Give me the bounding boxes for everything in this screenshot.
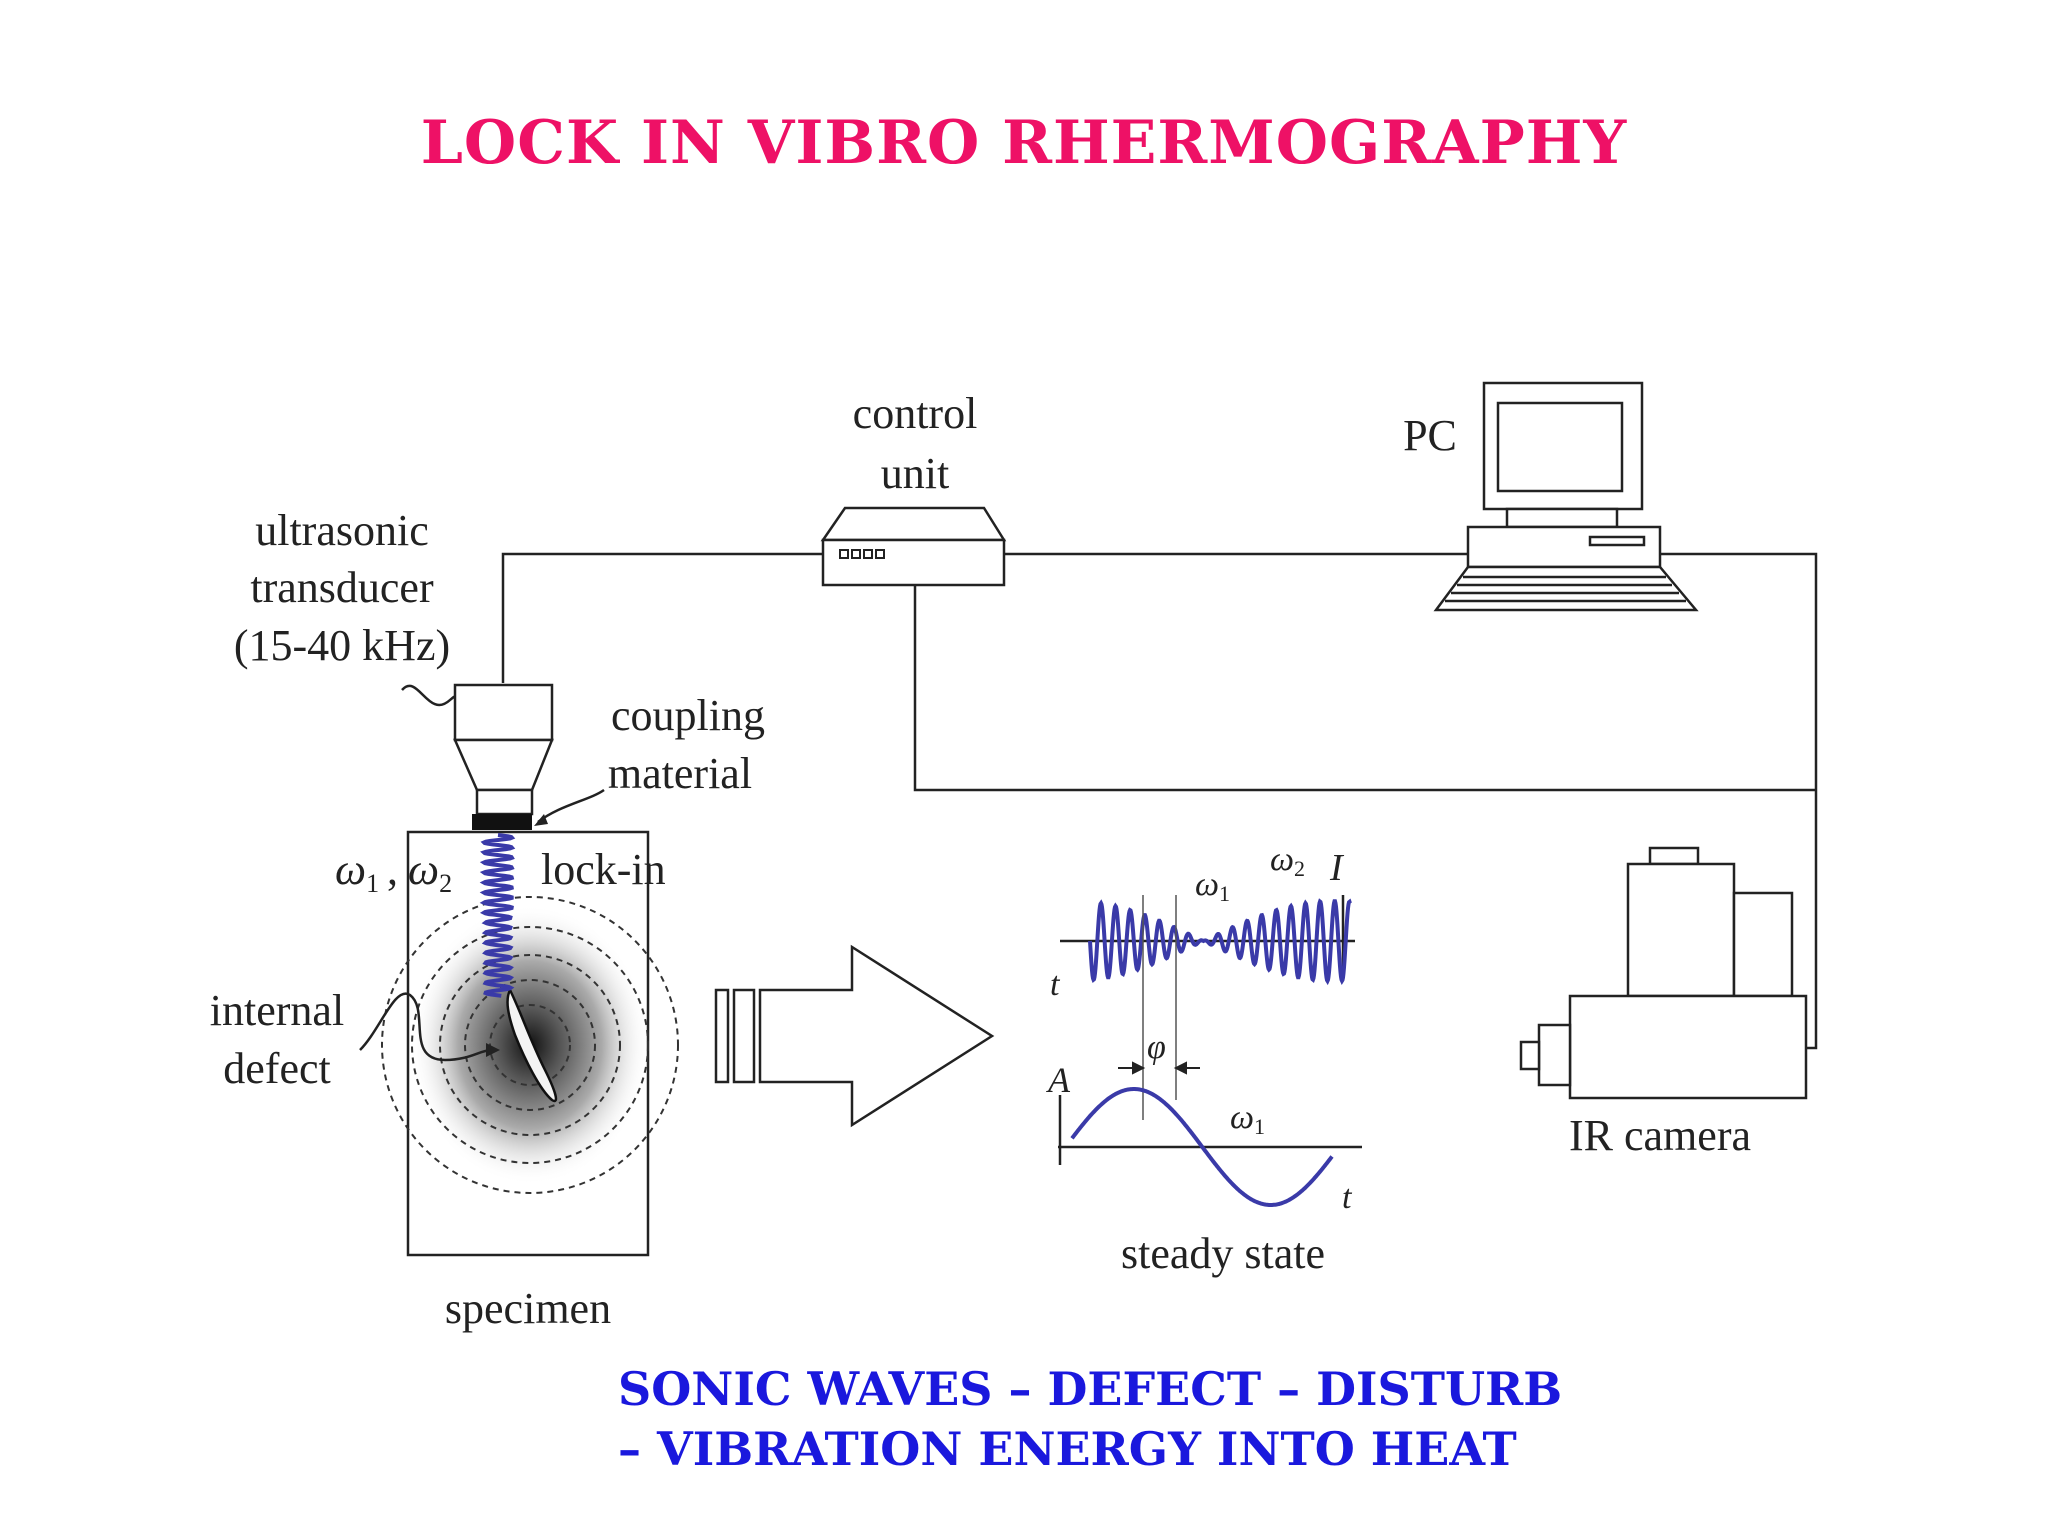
defect-label-line2: defect	[223, 1044, 330, 1093]
t-label-top: t	[1050, 966, 1061, 1003]
modulated-signal-wave	[1088, 898, 1352, 986]
omega2-symbol: ω2	[408, 845, 452, 898]
t-label-bottom: t	[1342, 1179, 1353, 1216]
phase-guides	[1142, 895, 1177, 1120]
ir-camera-label: IR camera	[1569, 1111, 1751, 1160]
coupling-label-line1: coupling	[611, 691, 765, 740]
control-unit-box	[820, 506, 1007, 587]
omega-comma: ,	[387, 845, 398, 894]
internal-defect-crack	[506, 987, 558, 1103]
defect-label-line1: internal	[210, 986, 344, 1035]
ultrasonic-transducer	[453, 683, 554, 816]
transducer-label-line3: (15-40 kHz)	[234, 621, 450, 670]
steady-state-label: steady state	[1121, 1229, 1325, 1278]
defect-pointer	[359, 992, 493, 1062]
excitation-wave	[479, 833, 516, 998]
coupling-pointer	[537, 788, 605, 823]
transducer-label-line2: transducer	[250, 563, 434, 612]
pc-icon	[1433, 381, 1699, 612]
omega2-label-top: ω2	[1270, 841, 1305, 881]
lock-in-sine-wave	[1070, 1087, 1334, 1207]
process-arrow	[714, 944, 995, 1128]
control-unit-label-line1: control	[853, 389, 978, 438]
defect-pointer-arrowhead	[486, 1043, 500, 1057]
phase-label: φ	[1147, 1029, 1166, 1066]
coupling-material	[472, 814, 532, 830]
coupling-label-line2: material	[608, 749, 752, 798]
specimen-label: specimen	[445, 1284, 611, 1333]
intensity-label: I	[1329, 847, 1345, 889]
lock-in-label: lock-in	[541, 845, 666, 894]
phase-arrows	[1118, 1061, 1200, 1075]
omega1-symbol: ω1	[335, 845, 379, 898]
ir-camera-icon	[1519, 846, 1808, 1100]
omega1-label-top: ω1	[1195, 866, 1230, 906]
omega1-label-bottom: ω1	[1230, 1099, 1265, 1139]
coupling-pointer-arrowhead	[534, 814, 548, 826]
caption-line2: – VIBRATION ENERGY INTO HEAT	[618, 1422, 1517, 1476]
transducer-label-line1: ultrasonic	[255, 506, 429, 555]
connection-wires	[501, 552, 1818, 1050]
pc-label: PC	[1403, 411, 1457, 460]
control-unit-label-line2: unit	[881, 449, 949, 498]
amplitude-label: A	[1046, 1060, 1071, 1100]
page-title: LOCK IN VIBRO RHERMOGRAPHY	[420, 108, 1628, 178]
caption-line1: SONIC WAVES – DEFECT – DISTURB	[618, 1362, 1563, 1416]
